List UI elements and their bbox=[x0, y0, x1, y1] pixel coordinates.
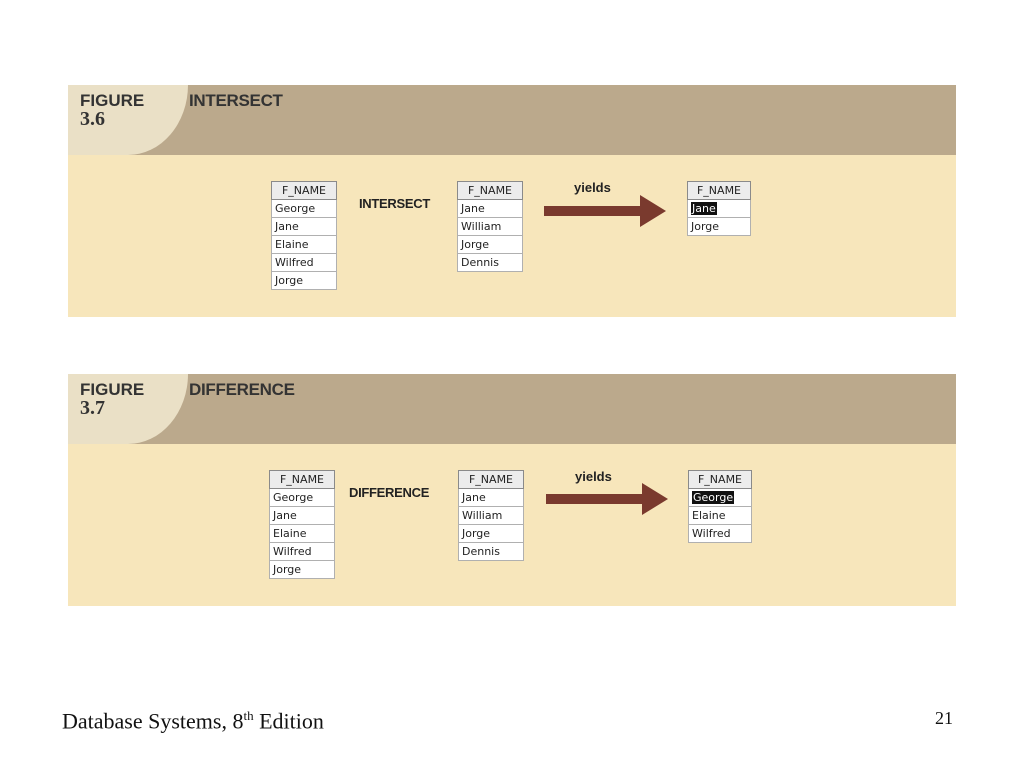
table-row: George bbox=[271, 199, 337, 218]
figure-title: DIFFERENCE bbox=[189, 380, 295, 399]
page-number: 21 bbox=[935, 708, 953, 728]
table-row: William bbox=[458, 506, 524, 525]
book-title-superscript: th bbox=[243, 708, 254, 723]
column-header: F_NAME bbox=[271, 181, 337, 200]
table-row: Jane bbox=[687, 199, 751, 218]
figure-intersect: FIGURE 3.6 INTERSECT F_NAME George Jane … bbox=[68, 85, 956, 317]
table-row: Elaine bbox=[269, 524, 335, 543]
figure-body: F_NAME George Jane Elaine Wilfred Jorge … bbox=[68, 444, 956, 606]
arrow-right-icon bbox=[544, 195, 666, 227]
operator-label: DIFFERENCE bbox=[349, 485, 430, 500]
table-row: Dennis bbox=[458, 542, 524, 561]
table-row: Jane bbox=[458, 488, 524, 507]
figure-label: FIGURE 3.6 bbox=[80, 91, 144, 129]
figure-body: F_NAME George Jane Elaine Wilfred Jorge … bbox=[68, 155, 956, 317]
table-a: F_NAME George Jane Elaine Wilfred Jorge bbox=[271, 181, 337, 290]
figure-header: FIGURE 3.7 DIFFERENCE bbox=[68, 374, 956, 444]
figure-number: 3.7 bbox=[80, 397, 105, 419]
figure-label-text: FIGURE bbox=[80, 380, 145, 399]
table-row: Jorge bbox=[458, 524, 524, 543]
table-row: Wilfred bbox=[688, 524, 752, 543]
highlighted-value: Jane bbox=[691, 202, 717, 215]
table-row: Jane bbox=[269, 506, 335, 525]
table-row: Elaine bbox=[271, 235, 337, 254]
result-table: F_NAME Jane Jorge bbox=[687, 181, 751, 236]
table-row: Wilfred bbox=[269, 542, 335, 561]
table-row: Jane bbox=[457, 199, 523, 218]
column-header: F_NAME bbox=[687, 181, 751, 200]
table-row: William bbox=[457, 217, 523, 236]
figure-title: INTERSECT bbox=[189, 91, 283, 110]
table-a: F_NAME George Jane Elaine Wilfred Jorge bbox=[269, 470, 335, 579]
yields-label: yields bbox=[575, 469, 612, 484]
book-title-edition: Edition bbox=[253, 708, 324, 734]
column-header: F_NAME bbox=[458, 470, 524, 489]
table-b: F_NAME Jane William Jorge Dennis bbox=[457, 181, 523, 272]
yields-label: yields bbox=[574, 180, 611, 195]
result-table: F_NAME George Elaine Wilfred bbox=[688, 470, 752, 543]
figure-number: 3.6 bbox=[80, 108, 105, 130]
table-row: Dennis bbox=[457, 253, 523, 272]
table-row: Jorge bbox=[269, 560, 335, 579]
arrow-right-icon bbox=[546, 483, 668, 515]
column-header: F_NAME bbox=[457, 181, 523, 200]
table-row: Elaine bbox=[688, 506, 752, 525]
column-header: F_NAME bbox=[688, 470, 752, 489]
footer-book-title: Database Systems, 8th Edition bbox=[62, 708, 324, 734]
table-row: George bbox=[688, 488, 752, 507]
figure-label: FIGURE 3.7 bbox=[80, 380, 144, 418]
table-row: Jane bbox=[271, 217, 337, 236]
table-row: Jorge bbox=[457, 235, 523, 254]
table-row: Wilfred bbox=[271, 253, 337, 272]
book-title-text: Database Systems, 8 bbox=[62, 708, 244, 734]
table-b: F_NAME Jane William Jorge Dennis bbox=[458, 470, 524, 561]
table-row: Jorge bbox=[271, 271, 337, 290]
table-row: George bbox=[269, 488, 335, 507]
figure-header: FIGURE 3.6 INTERSECT bbox=[68, 85, 956, 155]
figure-label-text: FIGURE bbox=[80, 91, 145, 110]
figure-difference: FIGURE 3.7 DIFFERENCE F_NAME George Jane… bbox=[68, 374, 956, 606]
highlighted-value: George bbox=[692, 491, 735, 504]
operator-label: INTERSECT bbox=[359, 196, 430, 211]
table-row: Jorge bbox=[687, 217, 751, 236]
column-header: F_NAME bbox=[269, 470, 335, 489]
